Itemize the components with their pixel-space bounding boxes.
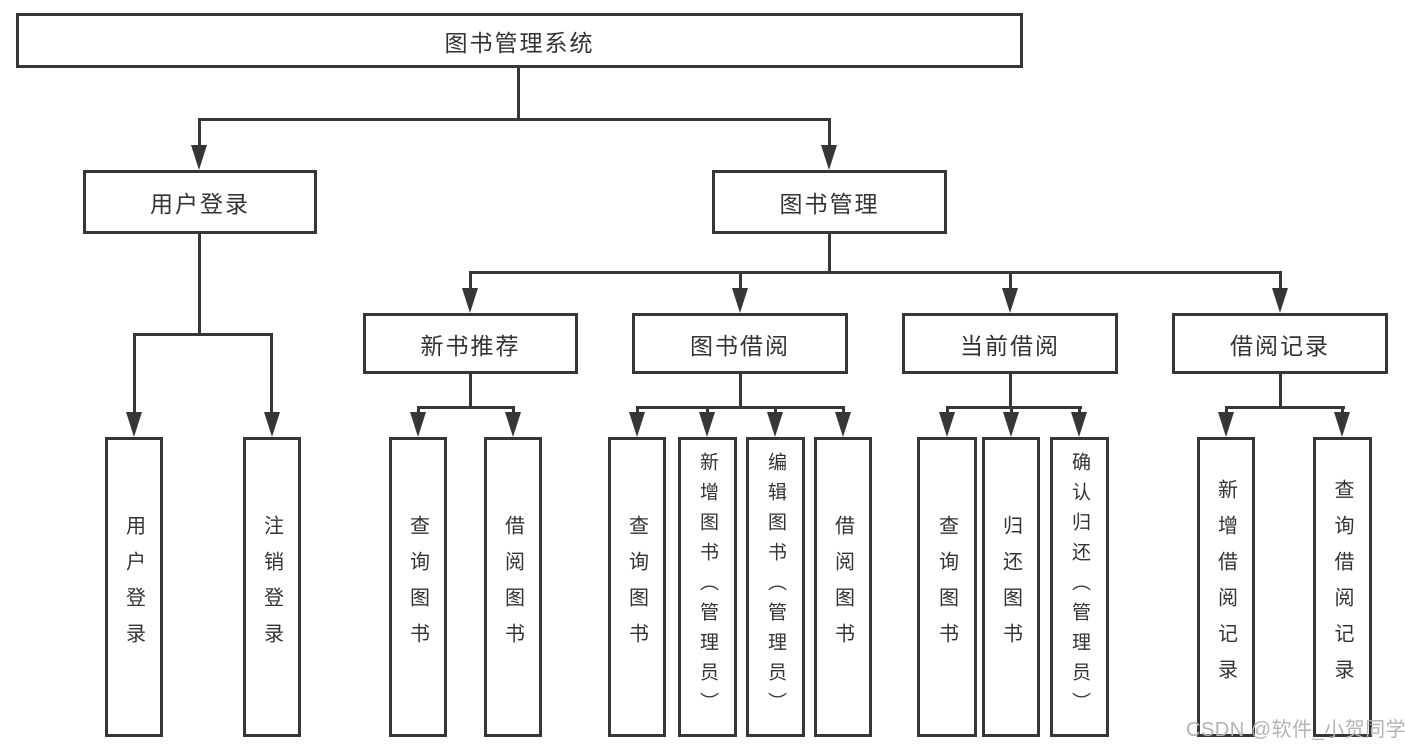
connector-line — [1009, 271, 1012, 292]
leaf-return-book: 归还图书 — [982, 437, 1040, 737]
arrowhead-down-icon — [126, 412, 142, 437]
arrowhead-down-icon — [835, 412, 851, 437]
arrowhead-down-icon — [767, 412, 783, 437]
connector-line — [1225, 406, 1345, 409]
connector-line — [417, 406, 515, 409]
connector-line — [636, 406, 845, 409]
connector-line — [198, 234, 201, 336]
connector-line — [828, 118, 831, 150]
leaf-user-login: 用户登录 — [105, 437, 163, 737]
arrowhead-down-icon — [191, 145, 207, 170]
leaf-add-borrow-record: 新增借阅记录 — [1197, 437, 1255, 737]
arrowhead-down-icon — [462, 288, 478, 313]
arrowhead-down-icon — [264, 412, 280, 437]
connector-line — [842, 406, 845, 416]
connector-line — [946, 406, 949, 416]
arrowhead-down-icon — [1334, 412, 1350, 437]
leaf-query-current-borrow: 查询图书 — [917, 437, 977, 737]
connector-line — [417, 406, 420, 416]
connector-line — [1078, 406, 1081, 416]
connector-line — [706, 406, 709, 416]
leaf-borrow-book: 借阅图书 — [814, 437, 872, 737]
connector-line — [946, 406, 1082, 409]
leaf-query-book-recommend: 查询图书 — [389, 437, 447, 737]
leaf-borrow-book-recommend: 借阅图书 — [484, 437, 542, 737]
leaf-edit-book-admin: 编辑图书（管理员） — [746, 437, 805, 737]
arrowhead-down-icon — [939, 412, 955, 437]
arrowhead-down-icon — [1218, 412, 1234, 437]
connector-line — [1341, 406, 1344, 416]
arrowhead-down-icon — [629, 412, 645, 437]
arrowhead-down-icon — [699, 412, 715, 437]
connector-line — [517, 68, 520, 121]
connector-line — [1010, 406, 1013, 416]
connector-line — [1279, 374, 1282, 409]
leaf-query-borrow-record: 查询借阅记录 — [1313, 437, 1372, 737]
node-user-login: 用户登录 — [83, 170, 317, 234]
arrowhead-down-icon — [1003, 412, 1019, 437]
arrowhead-down-icon — [1002, 288, 1018, 313]
connector-line — [828, 234, 831, 274]
connector-line — [1279, 271, 1282, 292]
leaf-query-book: 查询图书 — [608, 437, 666, 737]
connector-line — [133, 333, 273, 336]
node-current-borrow: 当前借阅 — [902, 313, 1118, 374]
arrowhead-down-icon — [821, 145, 837, 170]
connector-line — [739, 271, 742, 292]
connector-line — [198, 118, 201, 150]
connector-line — [739, 374, 742, 409]
connector-line — [198, 118, 831, 121]
connector-line — [1009, 374, 1012, 409]
leaf-confirm-return-admin: 确认归还（管理员） — [1050, 437, 1109, 737]
connector-line — [1225, 406, 1228, 416]
connector-line — [469, 271, 472, 292]
arrowhead-down-icon — [505, 412, 521, 437]
arrowhead-down-icon — [1272, 288, 1288, 313]
node-new-book-recommend: 新书推荐 — [363, 313, 578, 374]
leaf-add-book-admin: 新增图书（管理员） — [678, 437, 737, 737]
watermark-text: CSDN @软件_小贺同学 — [1186, 719, 1405, 741]
connector-line — [512, 406, 515, 416]
connector-line — [469, 374, 472, 409]
node-book-borrow: 图书借阅 — [632, 313, 848, 374]
node-book-management: 图书管理 — [712, 170, 947, 234]
arrowhead-down-icon — [1071, 412, 1087, 437]
connector-line — [133, 333, 136, 415]
connector-line — [270, 333, 273, 415]
connector-line — [636, 406, 639, 416]
leaf-logout: 注销登录 — [243, 437, 301, 737]
node-library-management-system: 图书管理系统 — [16, 13, 1023, 68]
node-borrow-records: 借阅记录 — [1172, 313, 1388, 374]
connector-line — [469, 271, 1282, 274]
arrowhead-down-icon — [732, 288, 748, 313]
arrowhead-down-icon — [410, 412, 426, 437]
connector-line — [774, 406, 777, 416]
